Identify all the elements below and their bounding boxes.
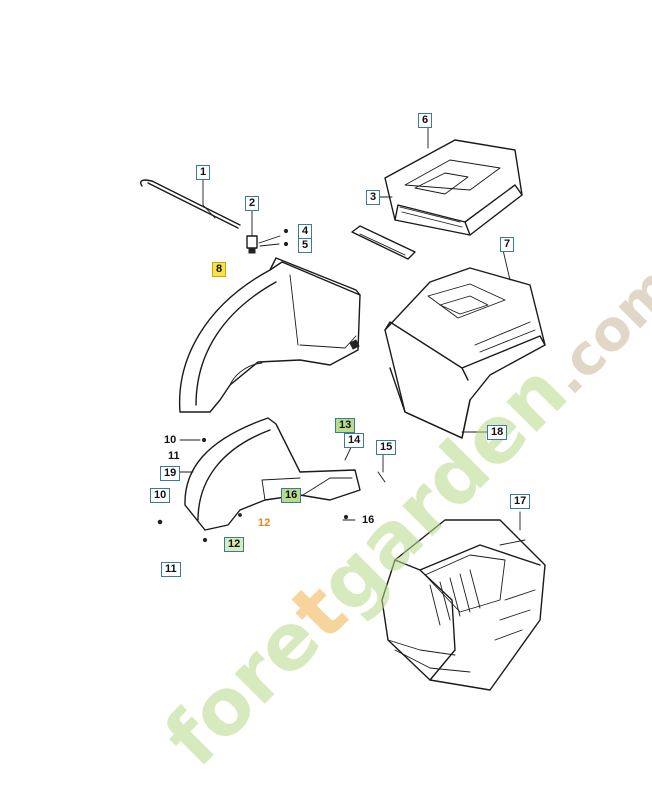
callout-11-top[interactable]: 11: [168, 450, 180, 462]
callout-16-right[interactable]: 16: [362, 514, 375, 526]
callout-6[interactable]: 6: [418, 113, 433, 128]
part-small-hardware: [246, 228, 289, 254]
callout-11-bottom[interactable]: 11: [161, 562, 181, 577]
callout-7[interactable]: 7: [500, 237, 515, 252]
part-top-cover: [384, 139, 523, 236]
callout-8[interactable]: 8: [212, 262, 227, 277]
callout-12-orange[interactable]: 12: [258, 517, 271, 529]
callout-2[interactable]: 2: [245, 196, 260, 211]
callout-16-green[interactable]: 16: [281, 488, 302, 503]
callout-17[interactable]: 17: [510, 494, 531, 509]
callout-19[interactable]: 19: [160, 466, 181, 481]
part-rod: [139, 179, 241, 229]
callout-12-bottom[interactable]: 12: [224, 537, 245, 552]
part-deflector-housing: [178, 257, 361, 413]
callout-15[interactable]: 15: [376, 440, 397, 455]
part-bar: [351, 225, 416, 260]
callout-1[interactable]: 1: [196, 165, 211, 180]
part-bag-frame: [384, 267, 546, 439]
callout-13[interactable]: 13: [335, 418, 356, 433]
part-grass-bag: [381, 519, 546, 691]
callout-18[interactable]: 18: [487, 425, 508, 440]
callout-5[interactable]: 5: [298, 238, 313, 253]
callout-10-bottom[interactable]: 10: [150, 488, 171, 503]
callout-10-top[interactable]: 10: [164, 434, 177, 446]
callout-14[interactable]: 14: [344, 433, 365, 448]
callout-3[interactable]: 3: [366, 190, 381, 205]
part-lower-shield: [157, 417, 386, 543]
callout-4[interactable]: 4: [298, 224, 313, 239]
